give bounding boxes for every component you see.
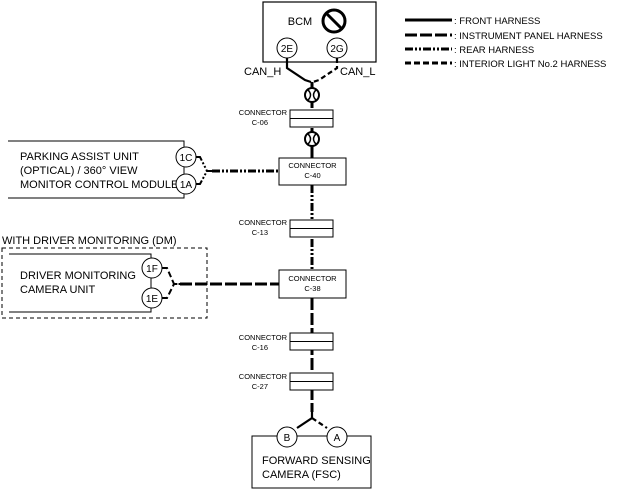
dm-line2: CAMERA UNIT <box>20 284 95 296</box>
legend-rear-label: : REAR HARNESS <box>454 45 534 56</box>
parking-assist-module: PARKING ASSIST UNIT (OPTICAL) / 360° VIE… <box>8 140 197 199</box>
fsc-box <box>251 435 372 489</box>
legend-interior-label: : INTERIOR LIGHT No.2 HARNESS <box>454 59 606 70</box>
bcm-title: BCM <box>288 16 312 28</box>
fsc-module: B A FORWARD SENSING CAMERA (FSC) <box>251 426 372 489</box>
twisted-pair-icon <box>304 131 320 147</box>
connector-c27-id: C-27 <box>252 382 268 391</box>
connector-c06-label: CONNECTOR <box>239 108 288 117</box>
fsc-pin-b-label: B <box>284 433 291 444</box>
connector-c27-label: CONNECTOR <box>239 372 288 381</box>
fsc-line2: CAMERA (FSC) <box>262 469 341 481</box>
legend: : FRONT HARNESS : INSTRUMENT PANEL HARNE… <box>405 16 606 70</box>
bcm-module: BCM 2E 2G <box>262 1 377 63</box>
dm-line1: DRIVER MONITORING <box>20 270 136 282</box>
connector-c16-label: CONNECTOR <box>239 333 288 342</box>
parking-pin-1c-label: 1C <box>180 153 193 164</box>
connector-c13-id: C-13 <box>252 228 268 237</box>
driver-monitoring-module: DRIVER MONITORING CAMERA UNIT 1F 1E <box>9 253 163 313</box>
connector-c38-id: C-38 <box>304 284 320 293</box>
connector-c13-label: CONNECTOR <box>239 218 288 227</box>
dm-pin-1e-label: 1E <box>146 294 159 305</box>
can-l-wire <box>312 58 339 84</box>
prohibited-icon <box>321 8 347 34</box>
fsc-pin-a <box>326 426 348 448</box>
parking-pin-1a-label: 1A <box>180 180 193 191</box>
dm-pin-1f-label: 1F <box>146 264 158 275</box>
legend-front-label: : FRONT HARNESS <box>454 16 540 27</box>
fsc-pin-b <box>276 426 298 448</box>
can-l-label: CAN_L <box>340 66 375 78</box>
can-h-label: CAN_H <box>244 66 281 78</box>
bcm-pin-2g-label: 2G <box>330 44 344 55</box>
connector-c38 <box>278 269 347 299</box>
parking-assist-line3: MONITOR CONTROL MODULE <box>20 179 178 191</box>
can-h-wire <box>285 58 312 84</box>
connector-c06-id: C-06 <box>252 118 268 127</box>
connector-c40 <box>278 157 347 186</box>
twisted-pair-icon <box>304 87 320 103</box>
parking-assist-box <box>8 140 185 199</box>
fsc-pin-a-label: A <box>334 433 341 444</box>
bcm-pin-2e-label: 2E <box>281 44 294 55</box>
parking-assist-line2: (OPTICAL) / 360° VIEW <box>20 165 138 177</box>
legend-instrument-label: : INSTRUMENT PANEL HARNESS <box>454 31 603 42</box>
connector-c40-label: CONNECTOR <box>288 161 337 170</box>
dm-group-label: WITH DRIVER MONITORING (DM) <box>2 235 177 247</box>
parking-assist-line1: PARKING ASSIST UNIT <box>20 151 139 163</box>
fsc-line1: FORWARD SENSING <box>262 455 371 467</box>
dm-box <box>9 253 152 313</box>
connector-c40-id: C-40 <box>304 171 320 180</box>
connector-c16-id: C-16 <box>252 343 268 352</box>
connector-c38-label: CONNECTOR <box>288 274 337 283</box>
